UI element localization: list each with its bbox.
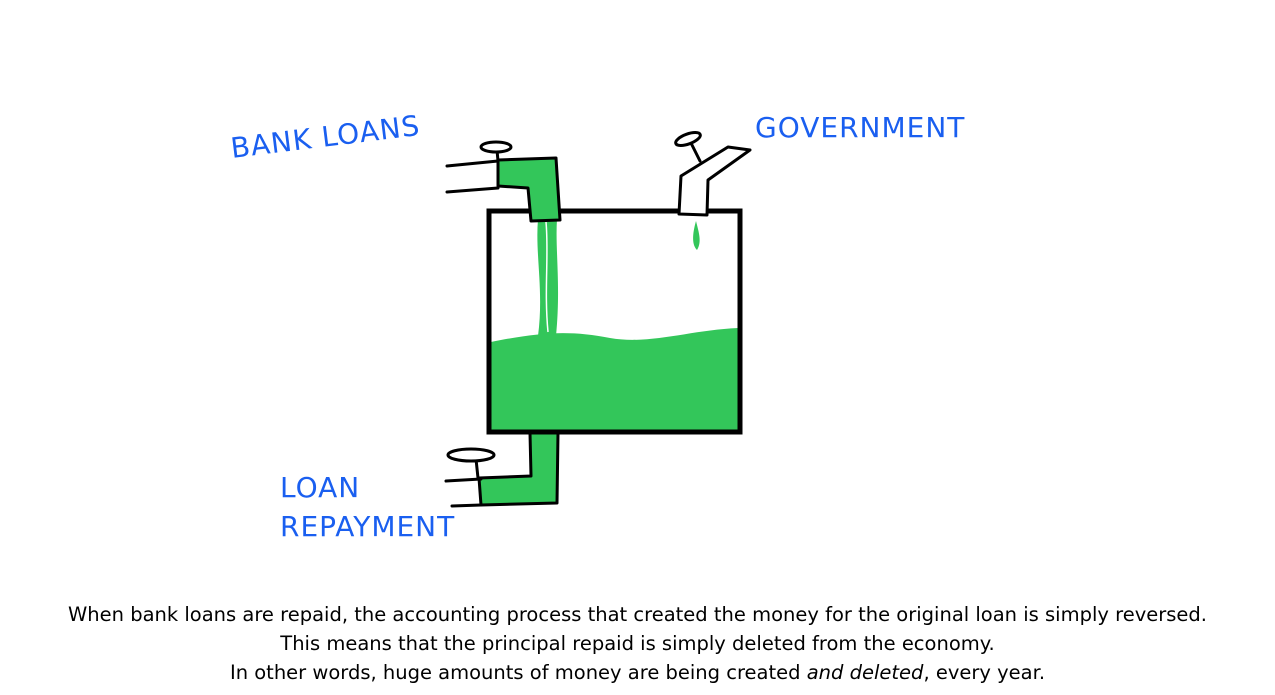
bank-loans-stream: [537, 219, 559, 336]
money-tank-diagram: BANK LOANS GOVERNMENT LOAN REPAYMENT: [229, 109, 965, 543]
caption-line-3-start: In other words, huge amounts of money ar…: [229, 661, 807, 684]
money-tank: [486, 208, 743, 435]
tank-water: [491, 328, 738, 431]
caption-line-2: This means that the principal repaid is …: [280, 632, 995, 655]
government-tap: [674, 131, 752, 250]
caption-emphasis: and deleted: [806, 661, 924, 684]
caption-line-3-end: , every year.: [923, 661, 1046, 684]
bank-loans-tap: [445, 140, 562, 223]
loan-repayment-valve-icon: [446, 447, 496, 463]
government-valve-icon: [674, 131, 702, 147]
caption-line-1: When bank loans are repaid, the accounti…: [68, 603, 1207, 626]
loan-repayment-label-line2: REPAYMENT: [280, 510, 455, 543]
loan-repayment-tap: [444, 431, 560, 508]
bank-loans-valve-icon: [479, 140, 513, 154]
government-drip: [693, 221, 700, 250]
caption: When bank loans are repaid, the accounti…: [0, 600, 1275, 687]
loan-repayment-label-line1: LOAN: [280, 471, 360, 504]
caption-line-3: In other words, huge amounts of money ar…: [0, 658, 1275, 687]
government-label: GOVERNMENT: [755, 111, 965, 144]
stream-highlight: [545, 221, 549, 333]
bank-loans-label: BANK LOANS: [229, 109, 422, 165]
